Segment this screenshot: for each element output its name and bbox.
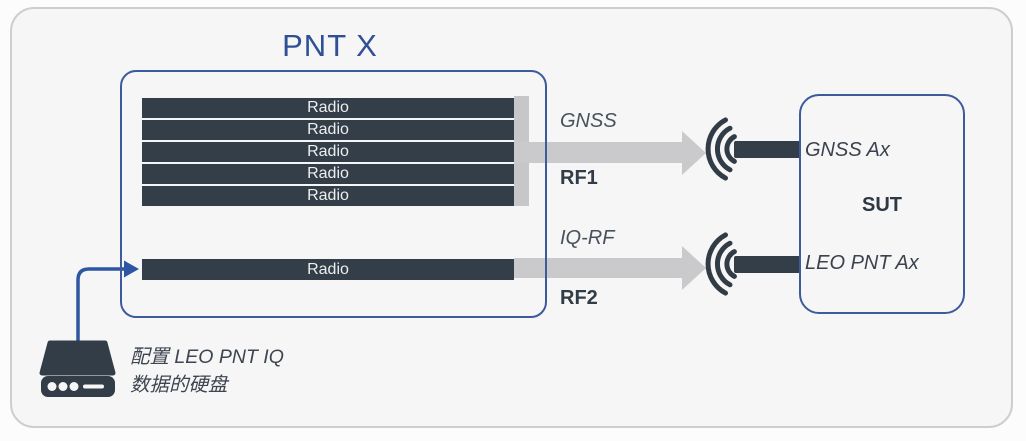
iq-radio-module: Radio	[142, 259, 514, 280]
disk-caption-line2: 数据的硬盘	[130, 374, 228, 396]
rf1-signal-arrow	[514, 142, 682, 163]
radio-module: Radio	[142, 120, 514, 140]
radio-module: Radio	[142, 164, 514, 184]
radio-module: Radio	[142, 142, 514, 162]
disk-caption-line1: 配置 LEO PNT IQ	[130, 346, 284, 368]
sut-box	[799, 94, 965, 314]
gnss-signal-label: GNSS	[560, 110, 617, 132]
pnt-x-title: PNT X	[282, 28, 378, 63]
wireless-signal-icon	[705, 232, 737, 296]
leo-antenna-bar	[734, 256, 801, 273]
rf2-port-label: RF2	[560, 287, 598, 309]
rf2-signal-arrow	[514, 258, 682, 278]
pnt-x-box	[120, 70, 547, 318]
leo-antenna-label: LEO PNT Ax	[805, 252, 919, 274]
radio-module: Radio	[142, 186, 514, 206]
disk-caption: 配置 LEO PNT IQ 数据的硬盘	[130, 343, 330, 399]
hard-disk-icon	[39, 340, 116, 397]
arrow-right-icon	[682, 246, 706, 290]
radio-module: Radio	[142, 98, 514, 118]
gnss-antenna-bar	[734, 141, 801, 158]
arrow-right-icon	[124, 260, 139, 278]
arrow-right-icon	[682, 131, 706, 175]
gnss-antenna-label: GNSS Ax	[805, 139, 890, 161]
iqrf-signal-label: IQ-RF	[560, 227, 615, 249]
rf1-port-label: RF1	[560, 167, 598, 189]
disk-to-radio-connector	[76, 260, 139, 348]
wireless-signal-icon	[705, 117, 737, 181]
sut-label: SUT	[862, 194, 902, 216]
background-panel	[10, 7, 1013, 428]
